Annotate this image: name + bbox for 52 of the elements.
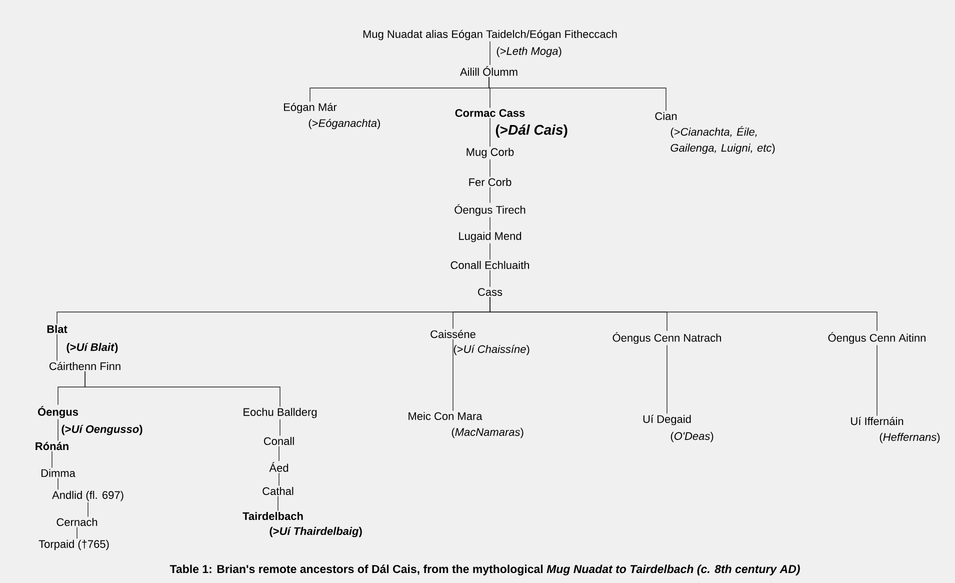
person-name: Óengus [38,406,78,418]
person-name: Rónán [36,442,68,450]
person-name: Uí Iffernáin [851,416,904,426]
person-name: Blat [47,324,68,334]
person-name: Cernach [56,518,98,526]
person-name: Óengus Cenn Natrach [612,332,721,344]
tree-line [76,526,78,540]
lineage-note: (>Leth Moga) [496,46,562,58]
person-name: Dimma [42,468,76,478]
lineage-note: (>Uí Blait) [66,342,118,354]
person-name: Mug Corb [466,148,514,158]
person-name: Cormac Cass [455,109,525,117]
person-name: Óengus Tirech [454,204,526,216]
person-name: Eochu Ballderg [244,408,317,418]
lineage-note: (MacNamaras) [452,428,524,438]
person-name: Cian [655,112,677,120]
person-name: Torpaid (†765) [38,540,109,550]
person-name: Áed [269,462,288,472]
lineage-note: (>Cianachta, Éile, Gailenga, Luigni, etc) [670,126,775,154]
lineage-note: (>Eóganachta) [308,118,380,130]
person-name: Fer Corb [469,178,512,186]
tree-line [278,446,280,462]
person-name: Conall [264,436,294,446]
person-name: Cathal [262,486,294,496]
person-name: Mug Nuadat alias Eógan Taidelch/Eógan Fitheccach [363,30,617,40]
tree-line [490,296,878,332]
person-name: Conall Echluaith [450,260,529,270]
tree-line [56,334,58,362]
lineage-note: (O'Deas) [670,432,714,442]
lineage-note: (>Uí Oengusso) [62,424,142,436]
caption: Table 1: Brian's remote ancestors of Dál Cais, from the mythological Mug Nuadat to Tairdelbach (c. 8th century AD) [170,564,800,576]
person-name: Meic Con Mara [408,412,482,420]
person-name: Tairdelbach [242,512,303,520]
lineage-note: (>Uí Thairdelbaig) [270,526,362,538]
person-name: Andlid (fl. 697) [52,490,124,502]
tree-line [278,472,280,486]
person-name: Lugaid Mend [459,232,522,242]
lineage-note: (Heffernans) [880,432,940,444]
person-name: Óengus Cenn Aitinn [828,332,926,344]
tree-line [666,344,668,414]
person-name: Eógan Már [284,102,337,114]
person-name: Caisséne [430,330,476,338]
tree-line [488,76,666,112]
person-name: Cass [478,288,502,296]
person-name: Cáirthenn Finn [50,362,120,370]
lineage-note: (>Uí Chaissíne) [454,344,530,356]
tree-line [84,370,280,408]
person-name: Uí Degaid [643,414,691,426]
person-name: Ailill Ólumm [460,66,518,76]
tree-line [452,338,454,412]
tree-line [876,344,878,416]
lineage-note: (>Dál Cais) [496,124,568,138]
